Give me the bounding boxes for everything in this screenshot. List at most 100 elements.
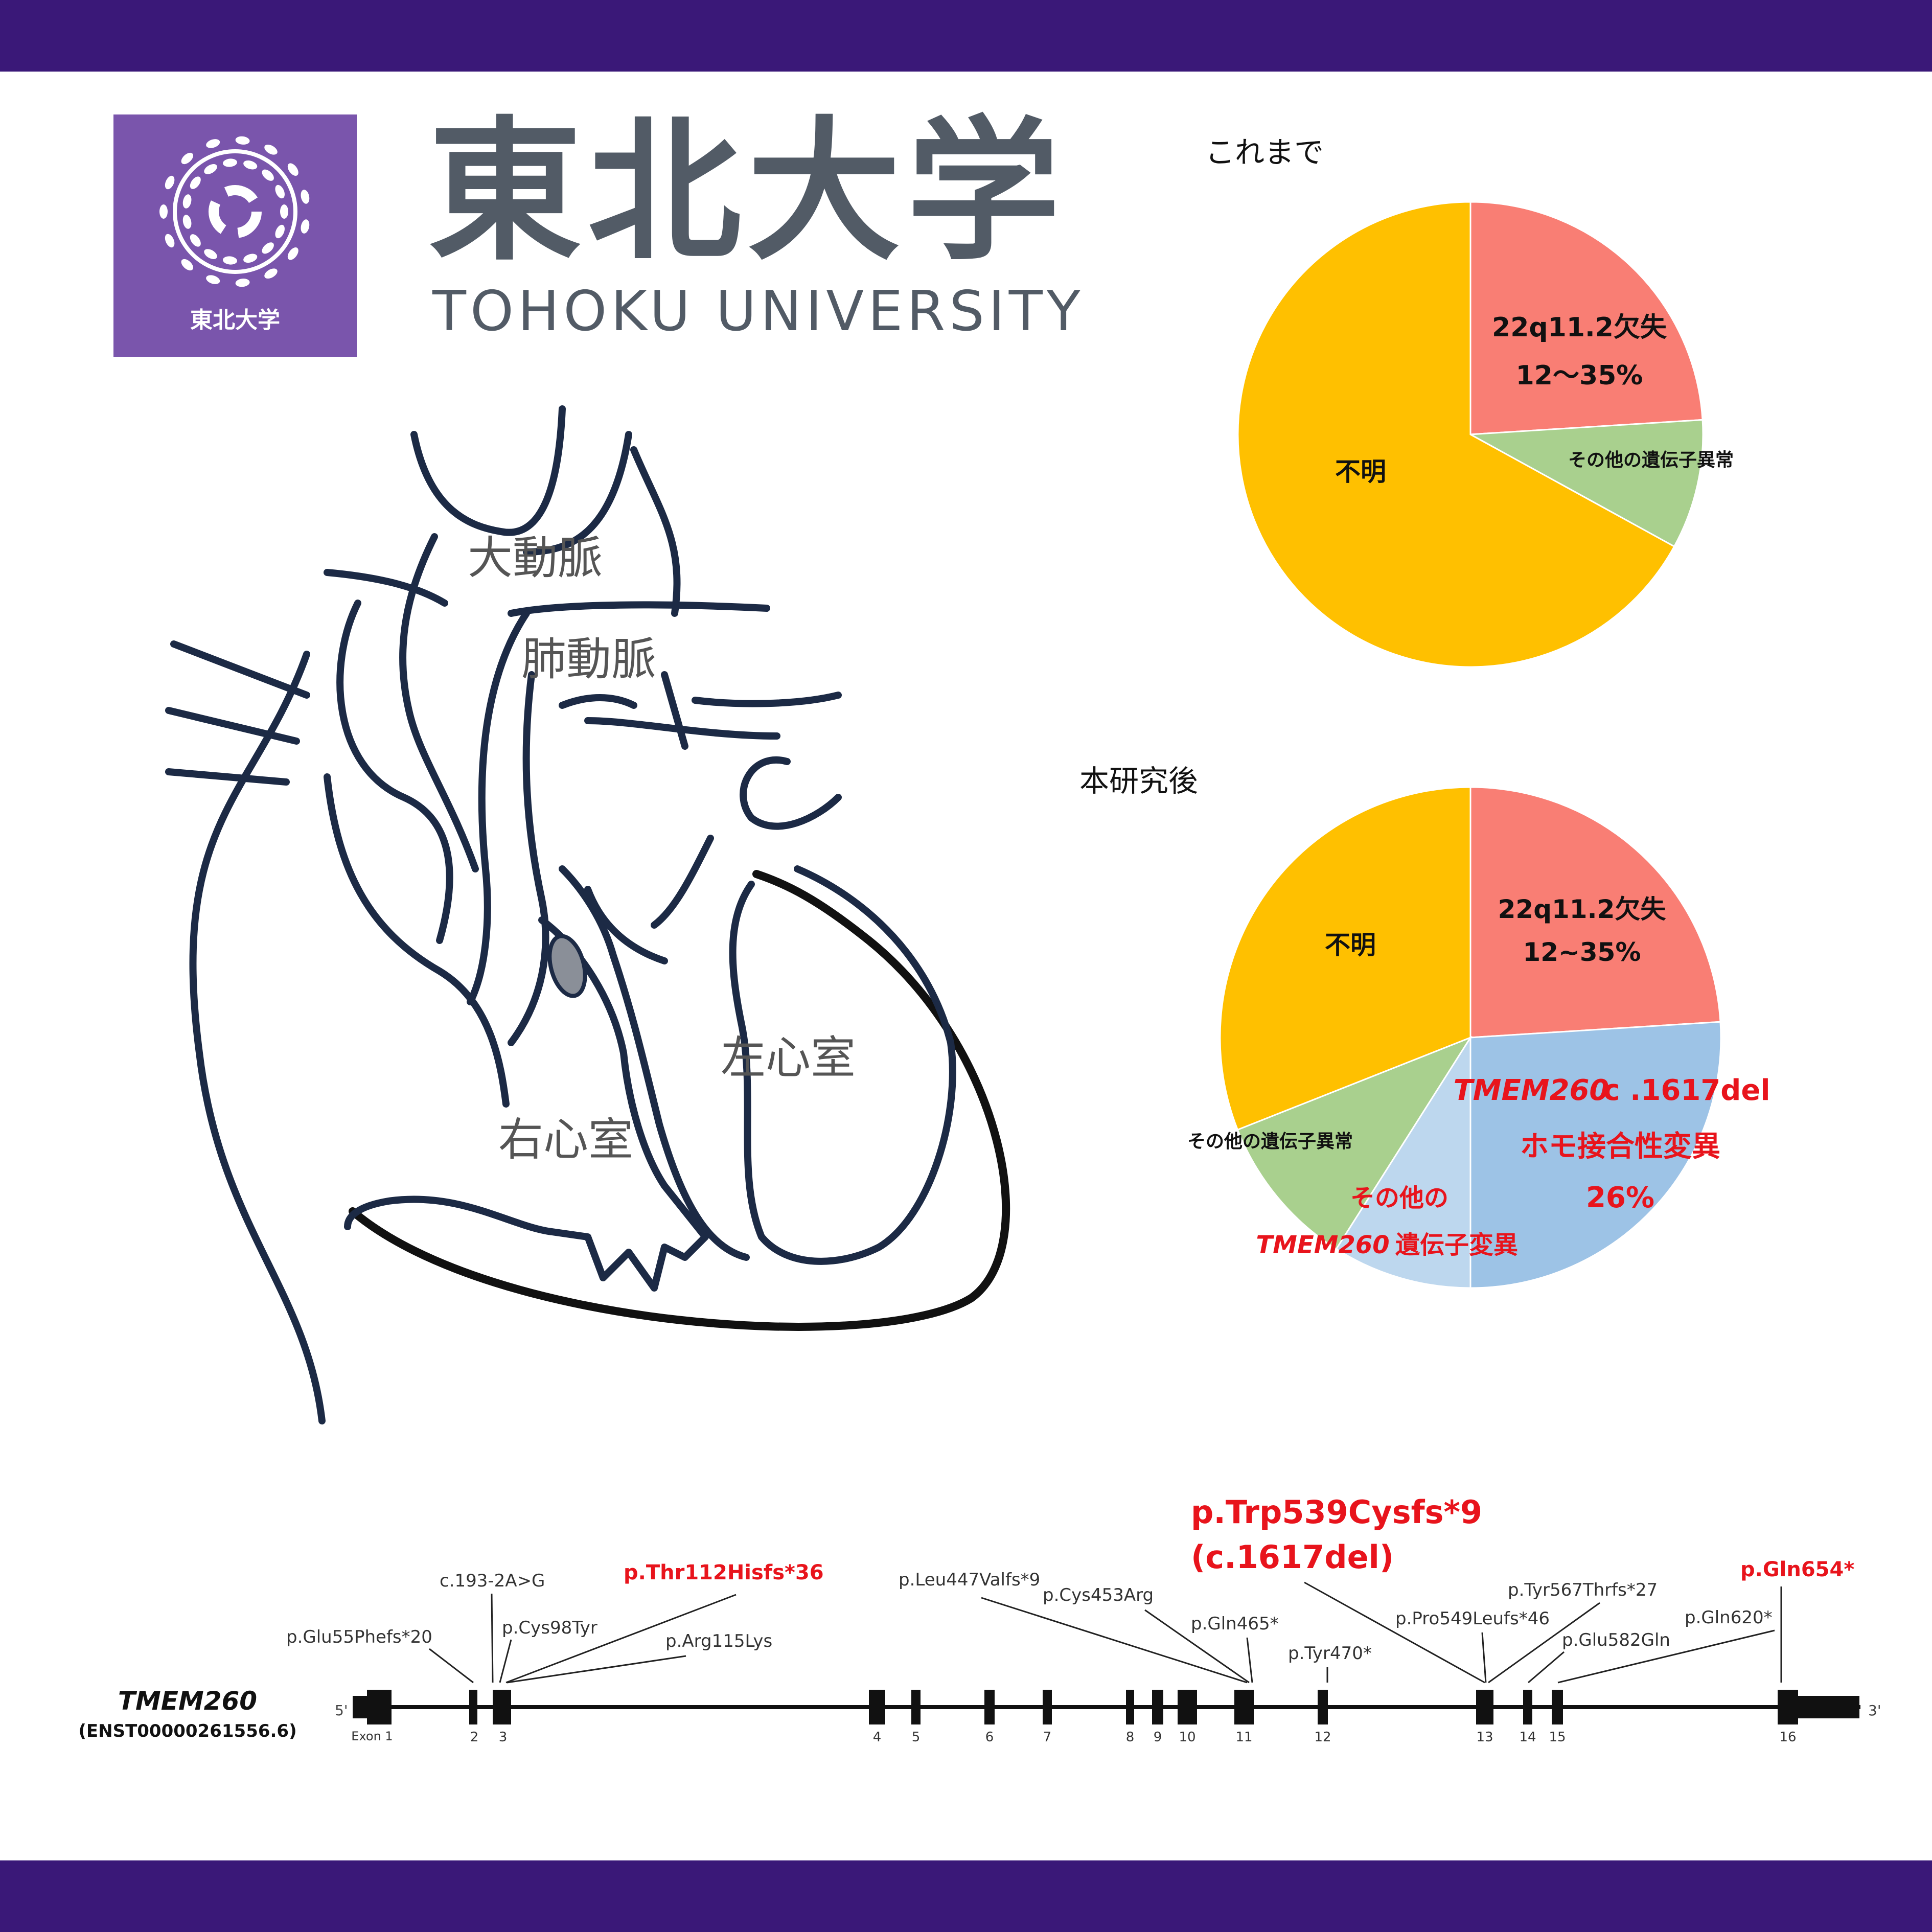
exon-15 [1552, 1690, 1563, 1724]
university-name-en: TOHOKU UNIVERSITY [432, 280, 1085, 343]
heart-labels: 大動脈 肺動脈 左心室 右心室 [468, 532, 856, 1166]
exon-number-10: 10 [1179, 1730, 1195, 1745]
laurel-leaf [243, 254, 258, 263]
laurel-leaf [165, 234, 175, 248]
label-pulmonary-artery: 肺動脈 [521, 633, 656, 685]
pie-before-label-22q: 22q11.2欠失 [1492, 312, 1667, 343]
label-aorta: 大動脈 [468, 532, 603, 584]
pulmonary-valve [547, 934, 587, 998]
variant-label-1: p.Glu55Phefs*20 [286, 1627, 432, 1647]
exon-number-5: 5 [912, 1730, 921, 1745]
laurel-leaf [182, 215, 192, 229]
variant-label-11: (c.1617del) [1191, 1538, 1394, 1576]
pie-slice-3 [1237, 201, 1675, 668]
variant-label-7: p.Cys453Arg [1043, 1585, 1154, 1605]
pie-chart-before: これまで 22q11.2欠失 12～35% その他の遺伝子異常 不明 [1205, 135, 1734, 668]
exon-10 [1178, 1690, 1197, 1724]
exon-number-16: 16 [1779, 1730, 1796, 1745]
exon-3 [493, 1690, 511, 1724]
exon-16 [1778, 1690, 1798, 1724]
gene-transcript: (ENST00000261556.6) [78, 1721, 296, 1741]
exon-number-12: 12 [1314, 1730, 1331, 1745]
pie-after-value-22q: 12~35% [1523, 937, 1641, 967]
exon-number-15: 15 [1549, 1730, 1566, 1745]
logo-caption: 東北大学 [190, 307, 280, 333]
university-logo: 東北大学 [113, 114, 357, 357]
variant-leader-1 [429, 1648, 474, 1684]
utr-5-prime [353, 1696, 367, 1718]
exon-number-4: 4 [873, 1730, 882, 1745]
pie-before-value-22q: 12～35% [1516, 360, 1643, 391]
laurel-leaf [262, 242, 274, 254]
variant-label-14: p.Glu582Gln [1562, 1630, 1670, 1650]
exon-number-2: 2 [470, 1730, 479, 1745]
exon-8 [1126, 1690, 1134, 1724]
exon-5 [911, 1690, 921, 1724]
exon-prefix-label: Exon 1 [351, 1729, 393, 1743]
variant-leader-4 [505, 1594, 737, 1684]
variant-leader-14 [1528, 1651, 1565, 1684]
exon-7 [1043, 1690, 1052, 1724]
utr-3-prime [1798, 1696, 1859, 1718]
variant-label-12: p.Pro549Leufs*46 [1395, 1608, 1550, 1629]
pie-slice-2 [1467, 419, 1704, 548]
three-prime-label: 3' [1868, 1702, 1881, 1719]
exon-9 [1152, 1690, 1163, 1724]
pulmonary-trunk [467, 610, 530, 1005]
laurel-leaf [275, 185, 285, 199]
laurel-leaf [287, 247, 298, 260]
laurel-leaf [280, 204, 288, 219]
laurel-leaf [262, 169, 274, 181]
laurel-leaf [181, 152, 194, 165]
pie-after-title: 本研究後 [1079, 764, 1198, 798]
aorta-right-wall [630, 446, 681, 617]
laurel-leaf [275, 224, 285, 239]
right-ventricle-inner [344, 916, 709, 1292]
laurel-leaf [204, 249, 217, 259]
pie-after-label-other: その他の遺伝子異常 [1187, 1131, 1353, 1152]
pie-chart-after: 本研究後 22q11.2欠失 12~35% 不明 その他の遺伝子異常 TMEM2… [1079, 764, 1770, 1289]
variant-label-5: p.Arg115Lys [665, 1631, 772, 1651]
vena-cava-left [189, 651, 326, 1424]
laurel-leaf [204, 164, 217, 174]
pie-slice-1 [1469, 786, 1721, 1039]
laurel-leaf [165, 175, 175, 190]
exon-number-9: 9 [1154, 1730, 1162, 1745]
pie-after-value-tmem: 26% [1586, 1181, 1654, 1214]
exon-11 [1234, 1690, 1254, 1724]
exon-2 [469, 1690, 477, 1724]
laurel-leaf [159, 204, 168, 219]
pie-slice-1 [1469, 201, 1704, 435]
bottom-banner [0, 1860, 1932, 1932]
laurel-leaf [235, 136, 250, 145]
pie-after-label-other-tmem-2: TMEM260 [1256, 1231, 1389, 1259]
septum [559, 865, 750, 1261]
variant-label-3: p.Cys98Tyr [502, 1618, 597, 1638]
laurel-leaf [182, 194, 192, 209]
laurel-leaf [264, 144, 278, 155]
left-atrium [692, 692, 842, 707]
variant-leader-5 [507, 1655, 686, 1684]
label-right-ventricle: 右心室 [498, 1113, 633, 1166]
pie-after-label-unknown: 不明 [1325, 930, 1376, 960]
variant-leader-6 [981, 1597, 1248, 1684]
exon-14 [1523, 1690, 1532, 1724]
left-ventricle-inner [729, 865, 956, 1265]
pie-after-label-homozygous: ホモ接合性変異 [1520, 1130, 1720, 1163]
pie-after-label-tmem-variant: c .1617del [1603, 1074, 1770, 1107]
pie-slice-3 [1335, 1034, 1471, 1289]
exon-number-11: 11 [1235, 1730, 1252, 1745]
variant-leader-2 [491, 1593, 494, 1683]
laurel-leaf [190, 176, 201, 189]
variant-leader-13 [1488, 1602, 1600, 1684]
laurel-leaf [235, 279, 250, 287]
left-atrial-appendage [740, 756, 842, 830]
exon-6 [984, 1690, 995, 1724]
gene-name: TMEM260 [118, 1686, 257, 1716]
right-atrium [324, 773, 510, 1108]
variant-label-10: p.Trp539Cysfs*9 [1191, 1493, 1482, 1531]
variant-leader-12 [1481, 1632, 1487, 1683]
exon-number-14: 14 [1519, 1730, 1536, 1745]
pulmonary-branch-bottom [584, 717, 780, 740]
